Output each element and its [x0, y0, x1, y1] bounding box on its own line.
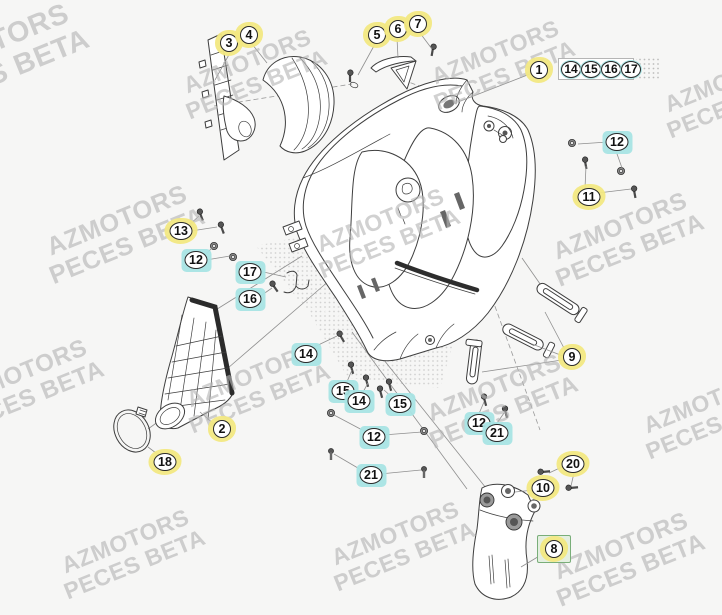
callout-13[interactable]: 13 — [164, 218, 198, 244]
callout-number: 1 — [530, 61, 548, 79]
callout-12[interactable]: 12 — [359, 425, 389, 449]
callout-21[interactable]: 21 — [356, 463, 386, 487]
callout-18[interactable]: 18 — [148, 449, 182, 475]
callout-number: 20 — [561, 455, 585, 473]
callout-number: 18 — [153, 453, 177, 471]
part-intake-boot — [154, 296, 235, 430]
callout-number: 12 — [605, 133, 629, 151]
callout-number: 4 — [240, 26, 258, 44]
part-grommets-10 — [501, 484, 541, 513]
callout-number: 14 — [347, 392, 371, 410]
callout-14[interactable]: 14 — [291, 342, 321, 366]
callout-16[interactable]: 16 — [235, 287, 265, 311]
callout-16[interactable]: 16 — [600, 59, 622, 79]
callout-15[interactable]: 15 — [385, 392, 415, 416]
callout-number: 12 — [362, 428, 386, 446]
callout-number: 16 — [238, 290, 262, 308]
part-hose-clamp — [113, 406, 151, 453]
callout-17[interactable]: 17 — [620, 59, 642, 79]
callout-3[interactable]: 3 — [215, 30, 243, 56]
callout-number: 15 — [388, 395, 412, 413]
callout-21[interactable]: 21 — [482, 421, 512, 445]
callout-number: 11 — [577, 188, 601, 206]
part-small-bracket — [283, 270, 310, 294]
callout-number: 13 — [169, 222, 193, 240]
callout-number: 7 — [409, 15, 427, 33]
callout-number: 17 — [238, 263, 262, 281]
callout-number: 10 — [531, 479, 555, 497]
part-mud-flap — [472, 483, 536, 600]
callout-number: 2 — [213, 420, 231, 438]
callout-number: 12 — [184, 251, 208, 269]
callout-12[interactable]: 12 — [602, 130, 632, 154]
callout-15[interactable]: 15 — [580, 59, 602, 79]
callout-number: 15 — [581, 60, 601, 78]
part-cover-dome — [262, 55, 335, 154]
part-bracket-triangle — [370, 56, 417, 90]
callout-number: 14 — [561, 60, 581, 78]
part-rubber-straps — [465, 282, 588, 385]
part-bolt-7 — [426, 42, 441, 58]
callout-7[interactable]: 7 — [404, 11, 432, 37]
callout-11[interactable]: 11 — [572, 184, 606, 210]
callout-14[interactable]: 14 — [344, 389, 374, 413]
callout-number: 16 — [601, 60, 621, 78]
callout-12[interactable]: 12 — [181, 248, 211, 272]
callout-1[interactable]: 1 — [525, 57, 553, 83]
callout-2[interactable]: 2 — [208, 416, 236, 442]
callout-number: 21 — [359, 466, 383, 484]
callout-number: 14 — [294, 345, 318, 363]
callout-14[interactable]: 14 — [560, 59, 582, 79]
part-side-panel — [198, 33, 256, 161]
callout-number: 21 — [485, 424, 509, 442]
callout-8[interactable]: 8 — [537, 535, 571, 563]
callout-number: 9 — [563, 348, 581, 366]
callout-17[interactable]: 17 — [235, 260, 265, 284]
part-airbox-body — [282, 77, 536, 362]
callout-4[interactable]: 4 — [235, 22, 263, 48]
callout-9[interactable]: 9 — [558, 344, 586, 370]
callout-10[interactable]: 10 — [526, 475, 560, 501]
callout-number: 8 — [545, 540, 563, 558]
part-screw-5 — [343, 67, 359, 89]
callout-number: 17 — [621, 60, 641, 78]
callout-20[interactable]: 20 — [556, 451, 590, 477]
